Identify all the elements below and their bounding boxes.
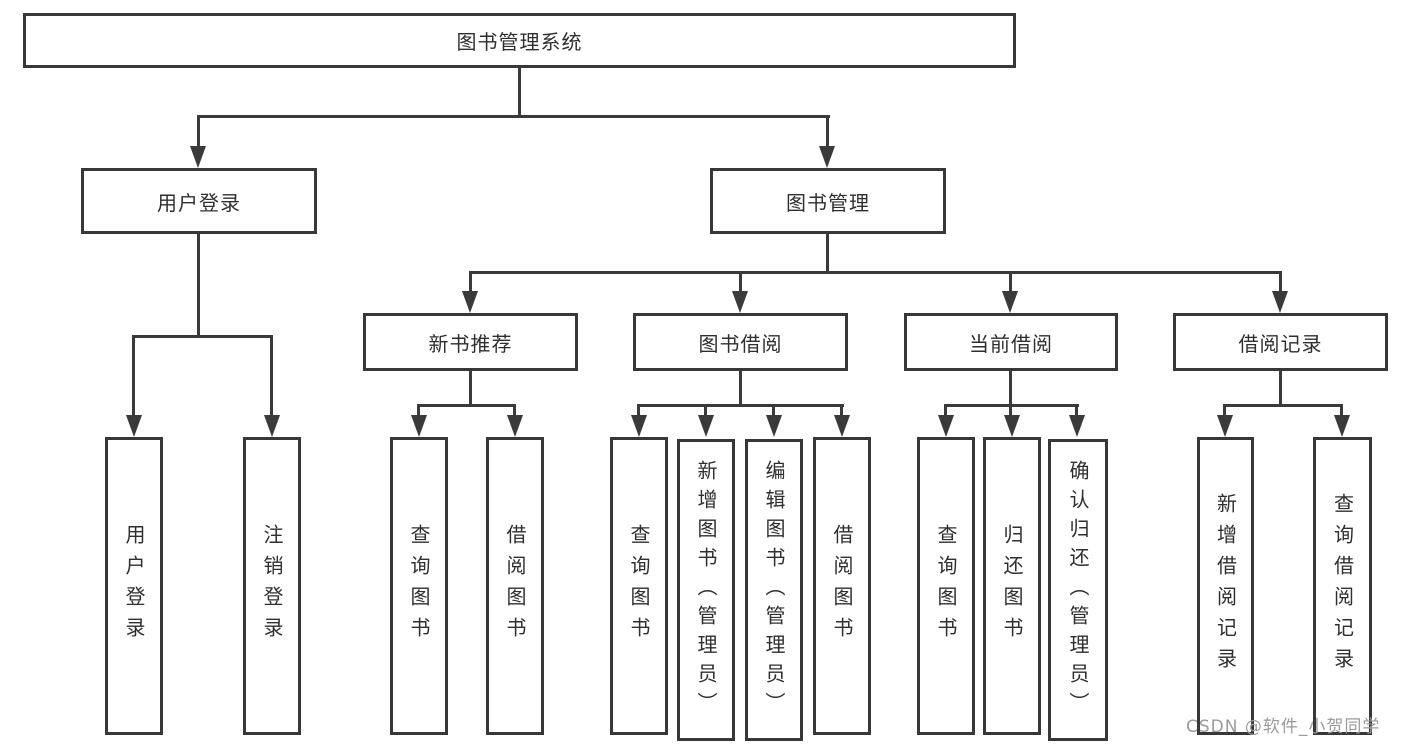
connector-line: [840, 404, 843, 417]
node-label: 新增借阅记录: [1213, 493, 1238, 679]
node-label: 新增图书（管理员）: [694, 459, 718, 721]
connector-line: [739, 371, 742, 406]
node-label: 查询图书: [627, 524, 651, 648]
leaf-nb-query-books: 查询图书: [390, 437, 448, 735]
connector-line: [1223, 404, 1226, 417]
arrow-down-icon: [766, 415, 782, 437]
leaf-nb-borrow-books: 借阅图书: [486, 437, 544, 735]
connector-line: [132, 335, 273, 338]
arrow-down-icon: [264, 415, 280, 437]
node-label: 确认归还（管理员）: [1066, 459, 1090, 721]
leaf-br-add-record: 新增借阅记录: [1197, 437, 1254, 735]
node-label: 借阅图书: [503, 524, 527, 648]
leaf-bb-add-books-admin: 新增图书（管理员）: [677, 439, 735, 741]
node-label: 图书借阅: [698, 331, 783, 356]
connector-line: [1279, 271, 1282, 293]
arrow-down-icon: [1004, 415, 1020, 437]
connector-line: [704, 404, 707, 417]
node-label: 编辑图书（管理员）: [762, 459, 786, 721]
connector-line: [944, 404, 947, 417]
arrow-down-icon: [1217, 415, 1233, 437]
connector-line: [1279, 371, 1282, 406]
connector-line: [469, 271, 1282, 274]
leaf-logout: 注销登录: [243, 437, 301, 735]
node-current-borrowing: 当前借阅: [904, 313, 1118, 371]
arrow-down-icon: [190, 146, 206, 168]
arrow-down-icon: [1002, 291, 1018, 313]
connector-line: [1009, 404, 1012, 417]
arrow-down-icon: [631, 415, 647, 437]
connector-line: [739, 271, 742, 293]
node-label: 查询图书: [407, 524, 431, 648]
leaf-br-query-record: 查询借阅记录: [1313, 437, 1372, 735]
connector-line: [1223, 404, 1343, 407]
node-root-library-system: 图书管理系统: [23, 13, 1016, 68]
leaf-bb-borrow-books: 借阅图书: [813, 437, 871, 735]
node-label: 注销登录: [260, 524, 284, 648]
arrow-down-icon: [938, 415, 954, 437]
node-label: 借阅记录: [1238, 331, 1323, 356]
arrow-down-icon: [834, 415, 850, 437]
leaf-bb-edit-books-admin: 编辑图书（管理员）: [745, 439, 803, 741]
connector-line: [197, 115, 830, 118]
connector-line: [469, 271, 472, 293]
connector-line: [417, 404, 516, 407]
node-book-management: 图书管理: [710, 168, 946, 234]
connector-line: [1340, 404, 1343, 417]
leaf-bb-query-books: 查询图书: [610, 437, 668, 735]
connector-line: [637, 404, 844, 407]
arrow-down-icon: [126, 415, 142, 437]
watermark: CSDN @软件_小贺同学: [1186, 717, 1381, 737]
connector-line: [518, 68, 521, 116]
connector-line: [417, 404, 420, 417]
connector-line: [132, 335, 135, 417]
connector-line: [826, 234, 829, 273]
node-label: 图书管理: [786, 190, 870, 215]
node-label: 归还图书: [1000, 524, 1024, 648]
connector-line: [772, 404, 775, 417]
connector-line: [1075, 404, 1078, 417]
arrow-down-icon: [1334, 415, 1350, 437]
node-borrowing-records: 借阅记录: [1173, 313, 1388, 371]
connector-line: [197, 115, 200, 148]
node-label: 图书管理系统: [456, 30, 583, 54]
node-book-borrowing: 图书借阅: [633, 313, 848, 371]
connector-line: [1009, 271, 1012, 293]
node-label: 查询借阅记录: [1330, 493, 1355, 679]
arrow-down-icon: [462, 291, 478, 313]
node-label: 用户登录: [157, 190, 241, 215]
node-new-book-recommend: 新书推荐: [363, 313, 578, 371]
arrow-down-icon: [1272, 291, 1288, 313]
arrow-down-icon: [698, 415, 714, 437]
arrow-down-icon: [732, 291, 748, 313]
leaf-cb-return-books: 归还图书: [983, 437, 1041, 735]
node-label: 当前借阅: [969, 331, 1053, 356]
connector-line: [513, 404, 516, 417]
arrow-down-icon: [819, 146, 835, 168]
node-label: 查询图书: [934, 524, 958, 648]
connector-line: [197, 234, 200, 337]
node-label: 用户登录: [122, 524, 146, 648]
node-label: 新书推荐: [428, 331, 513, 356]
arrow-down-icon: [411, 415, 427, 437]
connector-line: [826, 115, 829, 148]
leaf-user-login: 用户登录: [105, 437, 163, 735]
node-label: 借阅图书: [830, 524, 854, 648]
arrow-down-icon: [1069, 415, 1085, 437]
connector-line: [270, 335, 273, 417]
leaf-cb-query-books: 查询图书: [917, 437, 975, 735]
connector-line: [469, 371, 472, 406]
node-user-login: 用户登录: [81, 168, 317, 234]
connector-line: [637, 404, 640, 417]
leaf-cb-confirm-return-admin: 确认归还（管理员）: [1048, 439, 1108, 741]
arrow-down-icon: [507, 415, 523, 437]
connector-line: [1009, 371, 1012, 406]
